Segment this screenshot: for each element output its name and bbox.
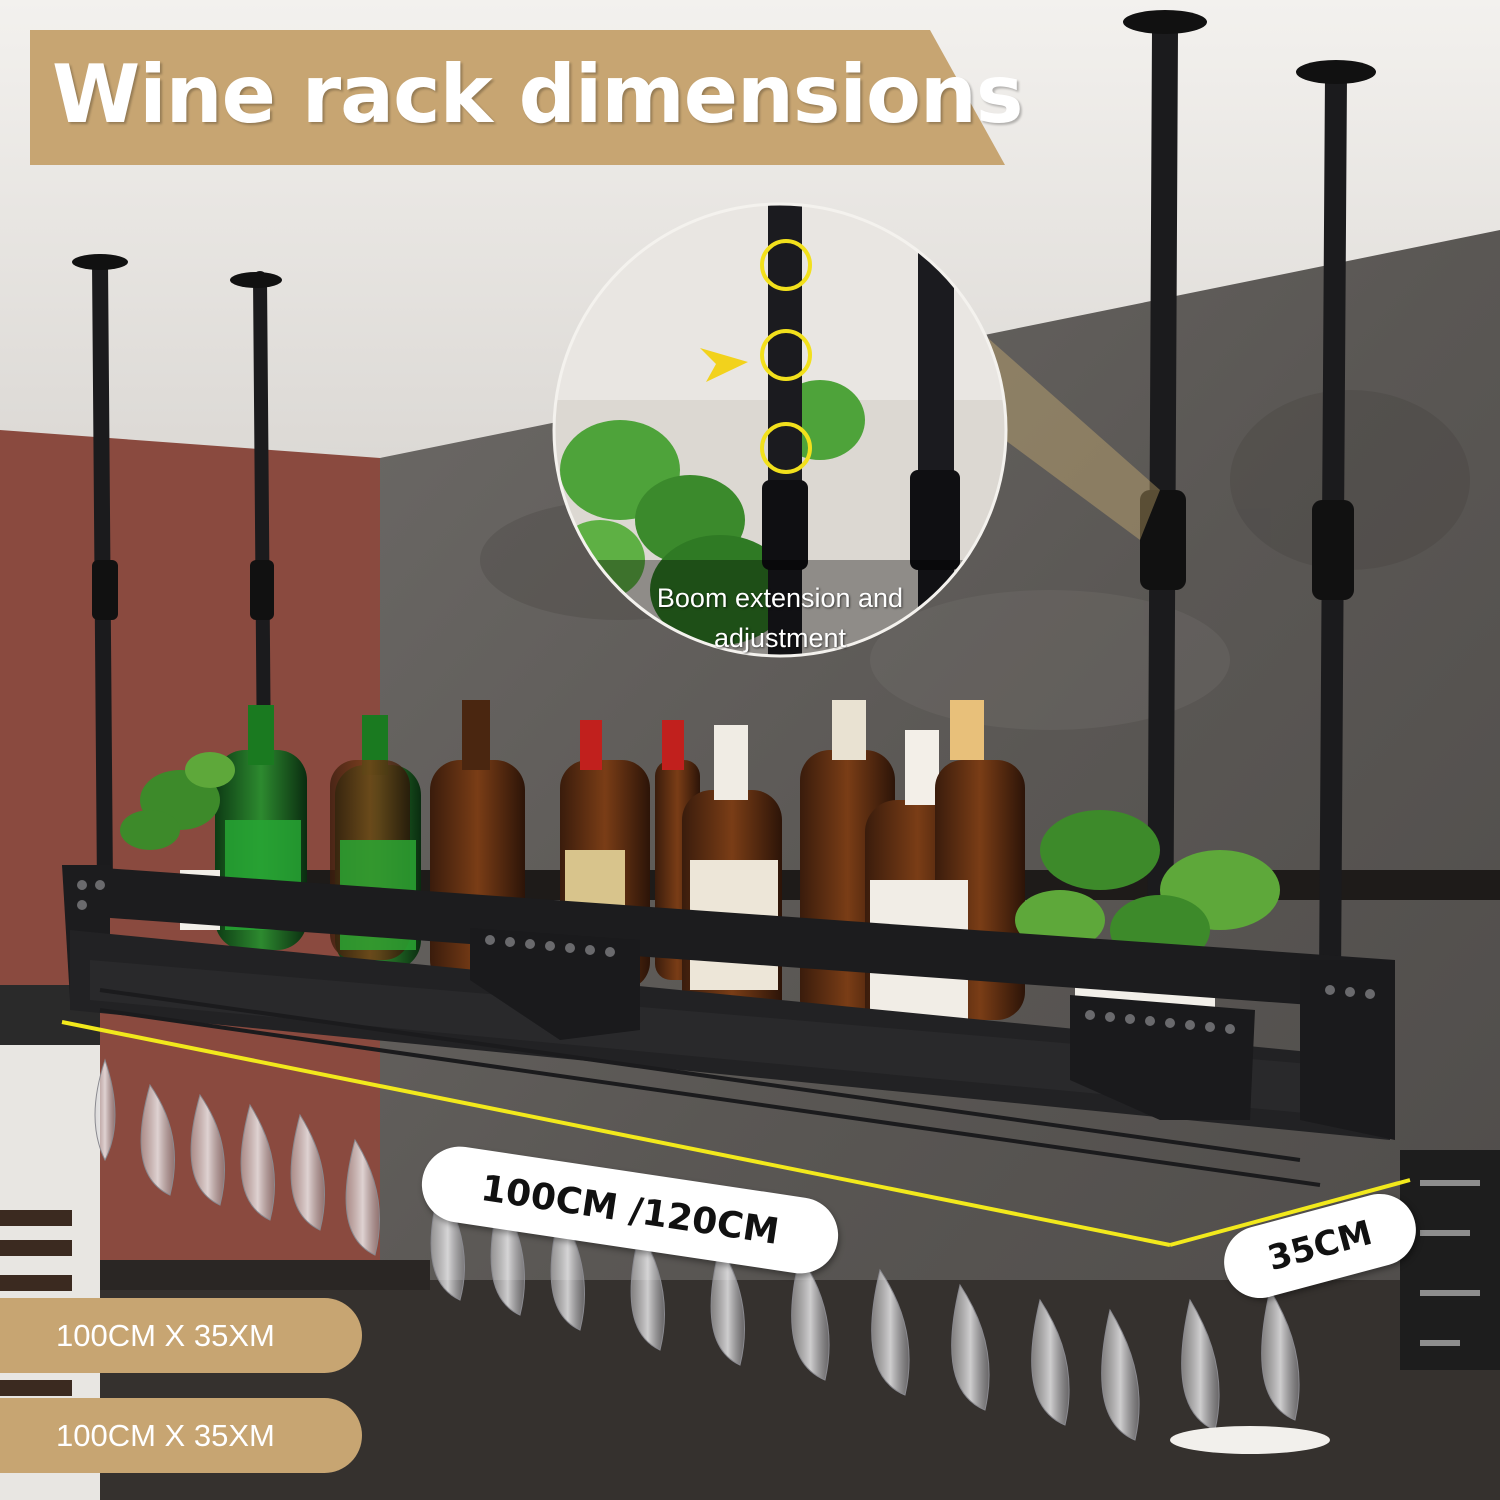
- title-banner-shape: [30, 30, 1005, 165]
- glass-rails: [99, 988, 1321, 1187]
- inset-caption: Boom extension and adjustment: [620, 578, 940, 658]
- adjustment-hole-markers: [760, 239, 812, 474]
- inset-caption-line1: Boom extension and: [656, 583, 904, 613]
- rack-frame: [62, 865, 1395, 1140]
- inset-caption-line2: adjustment: [713, 623, 847, 653]
- size-option-2: 100CM X 35XM: [0, 1398, 362, 1473]
- measure-lines: [61, 1020, 1411, 1247]
- rack-rivets: [77, 880, 1375, 1034]
- size-option-2-label: 100CM X 35XM: [56, 1418, 275, 1453]
- hanging-glasses: [94, 1058, 1300, 1441]
- size-option-1: 100CM X 35XM: [0, 1298, 362, 1373]
- arrow-pointer: [700, 348, 748, 382]
- chalk-board: [1400, 1150, 1500, 1370]
- inset-connector: [945, 300, 1160, 540]
- page-title: Wine rack dimensions: [52, 48, 1023, 141]
- size-option-1-label: 100CM X 35XM: [56, 1318, 275, 1353]
- inset-circle: [554, 204, 1006, 656]
